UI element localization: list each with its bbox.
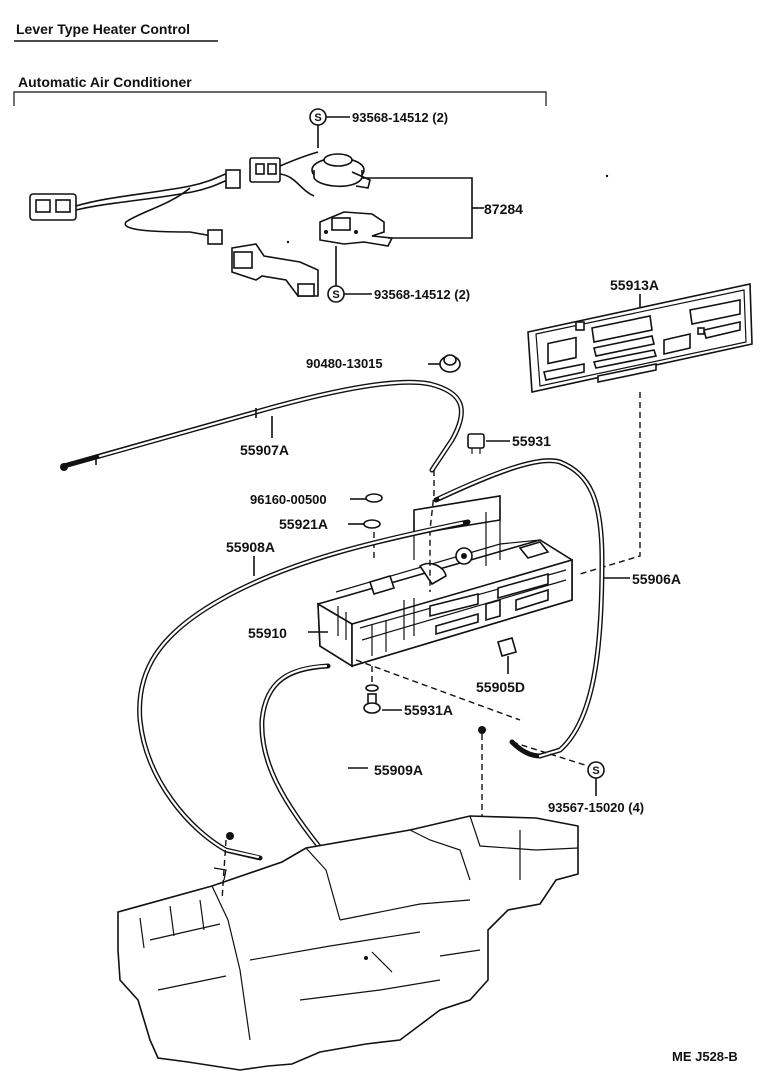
grommet-90480 — [439, 354, 461, 373]
dash-cable-55907A-to-unit — [429, 470, 435, 592]
label-96160-00500: 96160-00500 — [250, 492, 327, 507]
heater-control-unit-55910 — [317, 495, 573, 668]
label-93567-15020: 93567-15020 (4) — [548, 800, 644, 815]
label-55910: 55910 — [248, 625, 287, 641]
title-lever-type: Lever Type Heater Control — [16, 21, 190, 37]
label-55921A: 55921A — [279, 516, 328, 532]
label-55908A: 55908A — [226, 539, 275, 555]
label-87284: 87284 — [484, 201, 523, 217]
label-55907A: 55907A — [240, 442, 289, 458]
label-55931: 55931 — [512, 433, 551, 449]
screw-55931A — [363, 684, 381, 714]
label-93568-14512-bottom: 93568-14512 (2) — [374, 287, 470, 302]
s-symbol-top-letter: S — [314, 112, 321, 124]
label-55931A: 55931A — [404, 702, 453, 718]
bracket-automatic-ac — [13, 91, 547, 106]
cable-55908A — [137, 519, 471, 861]
cable-55907A — [60, 379, 464, 473]
switch-wiring-assembly — [29, 151, 394, 297]
label-93568-14512-top: 93568-14512 (2) — [352, 110, 448, 125]
label-55905D: 55905D — [476, 679, 525, 695]
label-90480-13015: 90480-13015 — [306, 356, 383, 371]
footer-code: ME J528-B — [672, 1049, 738, 1064]
label-55906A: 55906A — [632, 571, 681, 587]
control-panel-55913A — [527, 283, 753, 393]
washer-96160 — [365, 493, 383, 503]
s-symbol-bottom-letter: S — [332, 289, 339, 301]
cable-55906A — [433, 458, 605, 759]
clip-55931 — [467, 433, 485, 454]
s-symbol-93567-letter: S — [592, 765, 599, 777]
title-automatic-ac: Automatic Air Conditioner — [18, 74, 192, 90]
washer-55921A — [363, 519, 381, 529]
clip-55905D — [497, 637, 517, 657]
label-55913A: 55913A — [610, 277, 659, 293]
heater-unit-assembly — [117, 815, 579, 1071]
label-55909A: 55909A — [374, 762, 423, 778]
